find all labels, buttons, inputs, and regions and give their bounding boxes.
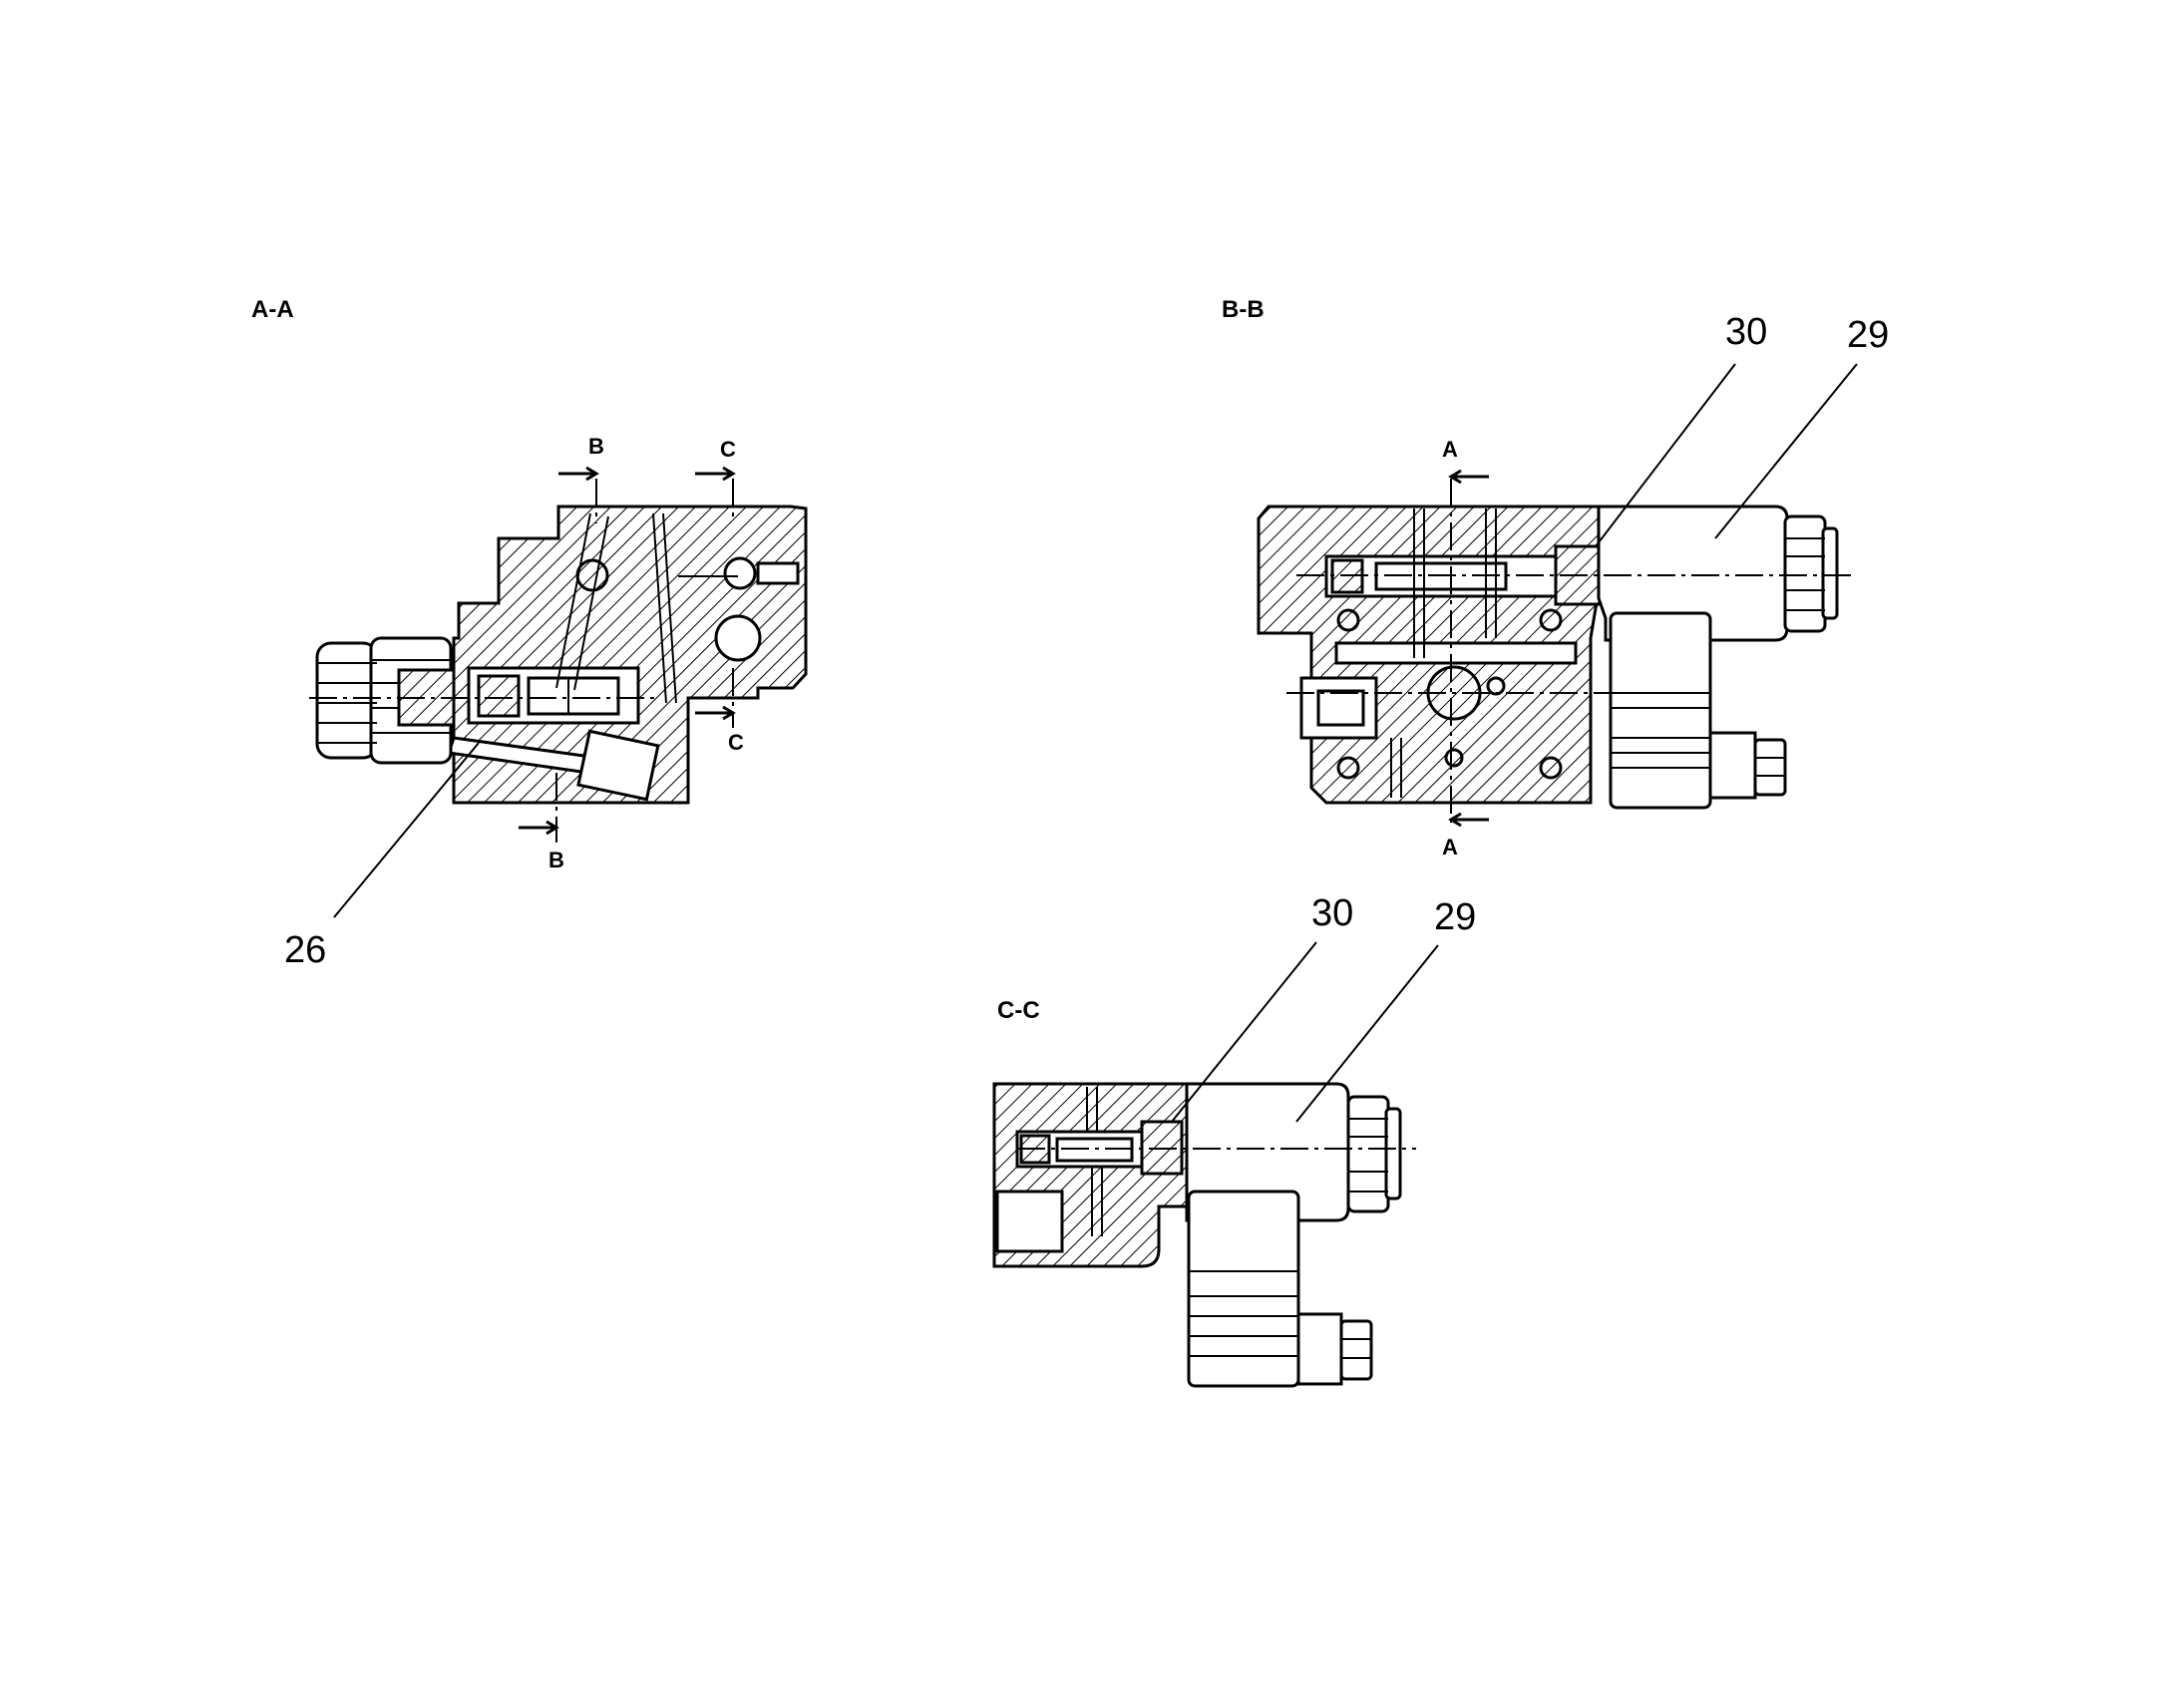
cut-arrow-a-top [1448, 469, 1489, 485]
cut-arrow-a-bottom [1448, 812, 1489, 828]
cut-label-a-bottom: A [1442, 835, 1458, 859]
spool-spring [477, 674, 521, 718]
section-view-c-c: C-C [992, 892, 1476, 1388]
leader-29 [1714, 363, 1858, 539]
cut-label-b-top: B [588, 434, 604, 459]
view-title-a-a: A-A [251, 296, 294, 323]
section-view-b-b: B-B [1222, 296, 1889, 859]
vertical-drilling [652, 512, 677, 704]
inclined-drilling [555, 512, 609, 691]
vertical-drilling [1485, 509, 1497, 638]
bolt-hole [1336, 756, 1360, 780]
port-plug [756, 561, 800, 585]
solenoid-coil-29 [1597, 505, 1839, 642]
callout-30-bb: 30 [1725, 311, 1767, 353]
callout-29-bb: 29 [1847, 314, 1889, 356]
vertical-drilling [1413, 509, 1425, 658]
callout-26: 26 [284, 929, 326, 971]
cut-arrow-b-top [558, 466, 599, 482]
cut-label-c-bottom: C [728, 730, 744, 755]
leader-30 [1595, 363, 1736, 547]
bolt-hole [1539, 608, 1563, 632]
port-bore [714, 614, 762, 662]
cut-arrow-c-bottom [695, 705, 736, 721]
cut-label-b-bottom: B [548, 848, 564, 872]
vertical-drilling [1091, 1167, 1103, 1236]
solenoid-coil-29 [1185, 1082, 1402, 1222]
valve-body-section [452, 505, 808, 805]
cut-label-c-top: C [720, 437, 736, 462]
bolt-hole [1444, 748, 1464, 768]
side-fitting-inner [1316, 689, 1365, 727]
adjuster-knob [315, 636, 456, 765]
cut-arrow-c-top [695, 466, 736, 482]
leader-29 [1295, 944, 1439, 1123]
side-port [995, 1190, 1064, 1253]
section-view-a-a: A-A [251, 296, 808, 971]
vertical-drilling [1086, 1087, 1098, 1132]
leader-30 [1171, 941, 1317, 1123]
fitting-26 [576, 729, 660, 802]
bolt-hole [1336, 608, 1360, 632]
view-title-b-b: B-B [1222, 296, 1265, 323]
connector-plug [1609, 611, 1787, 810]
small-port [1486, 676, 1506, 696]
callout-29-cc: 29 [1434, 896, 1476, 938]
lower-passage [1334, 641, 1578, 665]
leader-26 [333, 742, 480, 918]
cut-label-a-top: A [1442, 437, 1458, 462]
bolt-hole [1539, 756, 1563, 780]
view-title-c-c: C-C [997, 997, 1040, 1024]
connector-plug [1187, 1190, 1373, 1388]
vertical-drilling [1390, 738, 1402, 798]
spool [527, 676, 620, 716]
cut-arrow-b-bottom [519, 820, 559, 836]
callout-30-cc: 30 [1311, 892, 1353, 934]
port-bore-small [723, 556, 757, 590]
ball-check [575, 558, 609, 592]
